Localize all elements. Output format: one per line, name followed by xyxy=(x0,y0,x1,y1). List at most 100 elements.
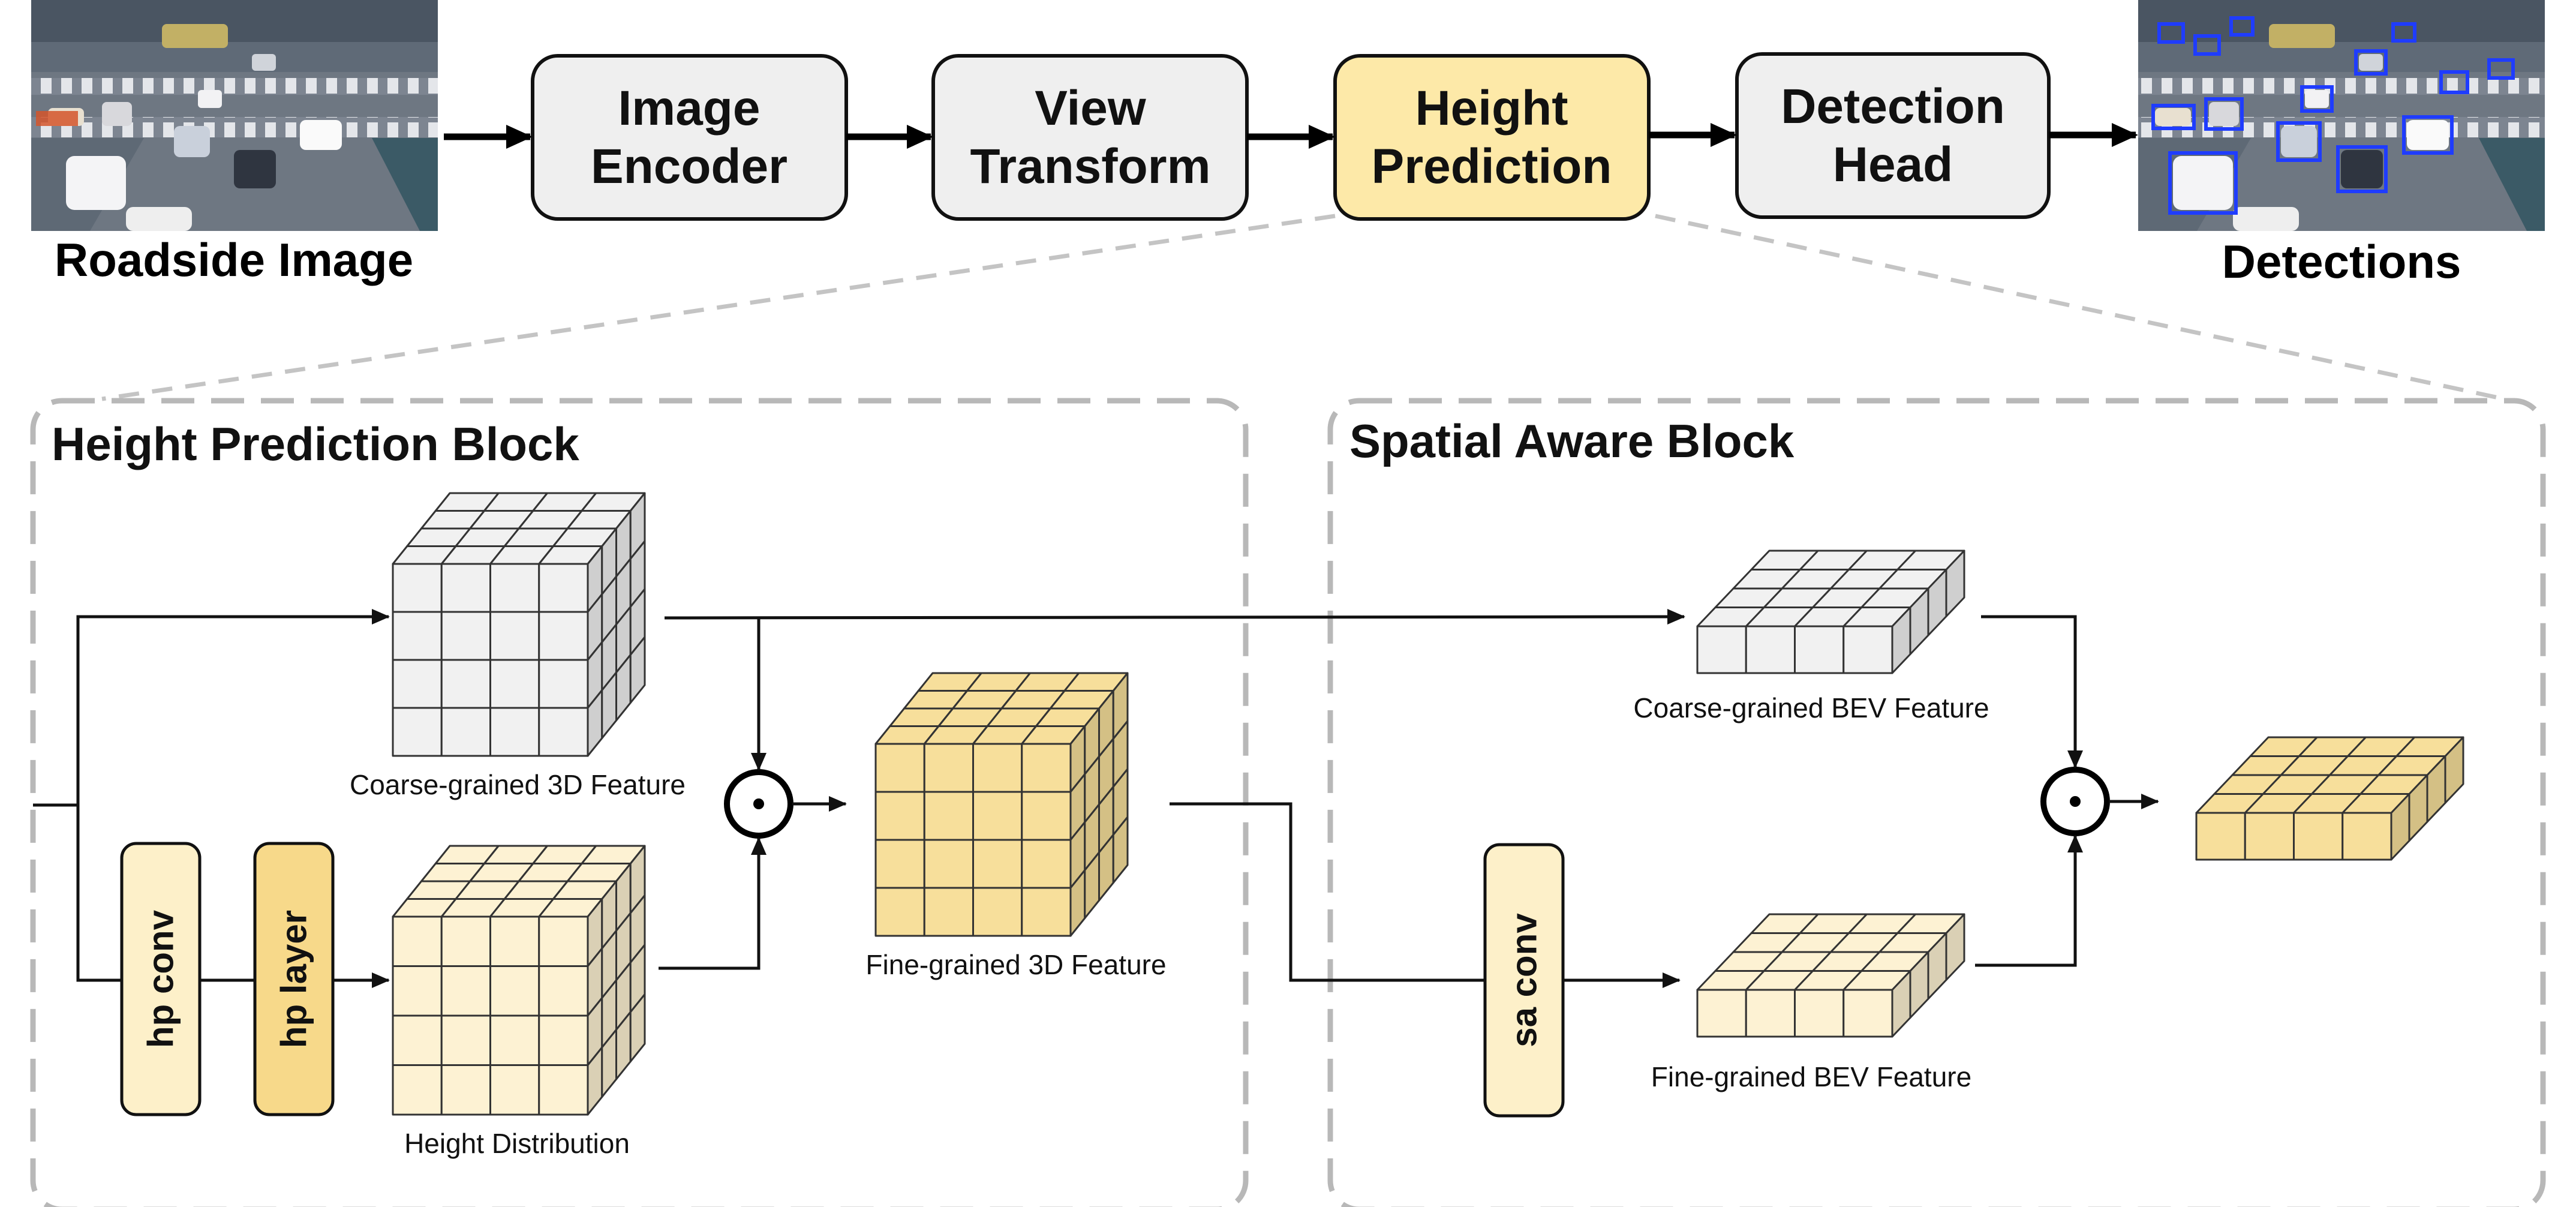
cube-front-cell xyxy=(1794,989,1845,1038)
cube-front-cell xyxy=(972,887,1023,937)
zoom-guide-right xyxy=(1655,214,2505,401)
cube-front-cell xyxy=(489,659,540,709)
coarse-bev-feature-slab xyxy=(1696,550,1965,674)
cube-front-cell xyxy=(392,965,443,1017)
fine-bev-feature-label: Fine-grained BEV Feature xyxy=(1651,1061,1971,1092)
stage-detection-head-line2: Head xyxy=(1833,137,1953,192)
hp-conv-label: hp conv xyxy=(141,909,181,1048)
sa-conv-box: sa conv xyxy=(1483,843,1565,1118)
cube-side-cell xyxy=(1945,550,1965,617)
cube-side-cell xyxy=(1112,816,1129,884)
height-prediction-block-title: Height Prediction Block xyxy=(52,418,579,470)
cube-front-cell xyxy=(1745,989,1796,1038)
cube-side-cell xyxy=(629,993,646,1062)
cube-front-cell xyxy=(1842,989,1893,1038)
cube-front-cell xyxy=(972,791,1023,841)
cube-front-cell xyxy=(538,707,589,757)
cube-front-cell xyxy=(392,563,443,613)
cube-front-cell xyxy=(440,659,491,709)
stage-view-transform: View Transform xyxy=(931,54,1249,221)
cube-front-cell xyxy=(923,839,974,889)
stage-detection-head-line1: Detection xyxy=(1781,79,2005,134)
cube-front-cell xyxy=(440,915,491,967)
cube-front-cell xyxy=(2195,812,2246,861)
cube-front-cell xyxy=(538,1064,589,1116)
hp-layer-box: hp layer xyxy=(253,842,335,1116)
cube-front-cell xyxy=(1021,791,1072,841)
cube-side-cell xyxy=(2444,736,2464,804)
cube-front-cell xyxy=(489,707,540,757)
cube-front-cell xyxy=(972,743,1023,793)
cube-front-cell xyxy=(874,791,925,841)
cube-front-cell xyxy=(1021,887,1072,937)
cube-front-cell xyxy=(489,1064,540,1116)
cube-front-cell xyxy=(874,839,925,889)
stage-image-encoder-line1: Image xyxy=(618,81,761,136)
cube-front-cell xyxy=(1021,839,1072,889)
cube-front-cell xyxy=(392,1014,443,1066)
stage-image-encoder-line2: Encoder xyxy=(591,139,787,194)
cube-front-cell xyxy=(1794,625,1845,674)
cube-front-cell xyxy=(972,839,1023,889)
cube-front-cell xyxy=(538,1014,589,1066)
cube-front-cell xyxy=(392,659,443,709)
cube-front-cell xyxy=(538,563,589,613)
cube-front-cell xyxy=(392,1064,443,1116)
roadside-image xyxy=(31,0,438,231)
hp-layer-label: hp layer xyxy=(274,910,314,1048)
cube-front-cell xyxy=(1745,625,1796,674)
cube-front-cell xyxy=(538,915,589,967)
coarse-3d-feature-label: Coarse-grained 3D Feature xyxy=(350,769,686,800)
cube-front-cell xyxy=(440,563,491,613)
cube-front-cell xyxy=(923,743,974,793)
cube-front-cell xyxy=(440,1064,491,1116)
cube-front-cell xyxy=(2293,812,2344,861)
detections-image xyxy=(2138,0,2545,231)
cube-front-cell xyxy=(440,707,491,757)
cube-front-cell xyxy=(874,887,925,937)
height-distribution-label: Height Distribution xyxy=(404,1128,630,1159)
stage-height-prediction-line1: Height xyxy=(1415,81,1568,136)
cube-front-cell xyxy=(440,1014,491,1066)
cube-front-cell xyxy=(2244,812,2295,861)
cube-front-cell xyxy=(923,791,974,841)
stage-detection-head: Detection Head xyxy=(1735,52,2051,219)
cube-front-cell xyxy=(2341,812,2392,861)
cube-front-cell xyxy=(538,659,589,709)
fine-3d-feature-label: Fine-grained 3D Feature xyxy=(865,949,1166,980)
cube-front-cell xyxy=(1842,625,1893,674)
cube-front-cell xyxy=(392,611,443,661)
cube-front-cell xyxy=(392,707,443,757)
cube-front-cell xyxy=(1021,743,1072,793)
roadside-image-caption: Roadside Image xyxy=(55,233,413,286)
cube-front-cell xyxy=(1696,625,1747,674)
cube-front-cell xyxy=(392,915,443,967)
cube-front-cell xyxy=(538,611,589,661)
cube-front-cell xyxy=(923,887,974,937)
cube-front-cell xyxy=(489,915,540,967)
sa-conv-label: sa conv xyxy=(1504,913,1544,1047)
stage-height-prediction: Height Prediction xyxy=(1333,54,1651,221)
cube-front-cell xyxy=(440,965,491,1017)
zoom-guide-left xyxy=(101,214,1336,401)
connector-lines xyxy=(33,609,2159,988)
cube-front-cell xyxy=(489,563,540,613)
hp-conv-box: hp conv xyxy=(120,842,202,1116)
stage-image-encoder: Image Encoder xyxy=(531,54,848,221)
cube-front-cell xyxy=(440,611,491,661)
elementwise-product-operator-2 xyxy=(2040,767,2110,836)
stage-height-prediction-line2: Prediction xyxy=(1372,139,1612,194)
coarse-3d-feature-cube xyxy=(392,492,646,757)
cube-side-cell xyxy=(629,636,646,704)
detections-caption: Detections xyxy=(2222,235,2461,288)
cube-front-cell xyxy=(874,743,925,793)
spatial-aware-block-title: Spatial Aware Block xyxy=(1349,415,1795,467)
fine-3d-feature-cube xyxy=(874,672,1129,937)
cube-front-cell xyxy=(489,1014,540,1066)
spatial-aware-block-border xyxy=(1327,398,2546,1207)
stage-view-transform-line1: View xyxy=(1035,81,1146,136)
cube-front-cell xyxy=(538,965,589,1017)
cube-front-cell xyxy=(489,965,540,1017)
elementwise-product-operator-1 xyxy=(724,769,793,839)
